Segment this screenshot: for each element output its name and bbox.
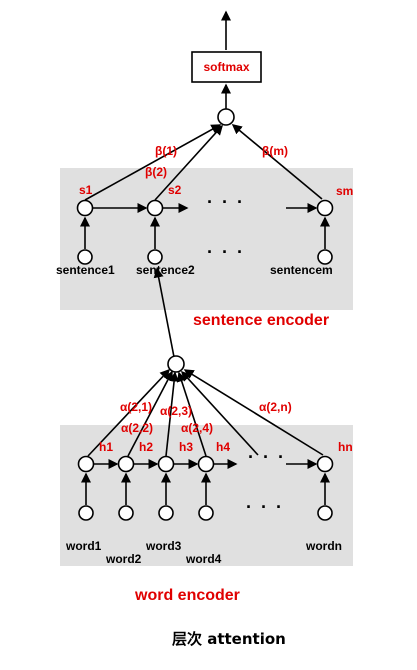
hn-node [316,455,334,473]
sentence2-label: sentence2 [136,263,195,277]
sentencem-label: sentencem [270,263,333,277]
sm-node [316,199,334,217]
alpha-2-3-label: α(2,3) [160,404,192,418]
h3-node [157,455,175,473]
softmax-box [191,51,262,83]
h3-label: h3 [179,440,193,454]
figure-caption: 层次 attention [172,630,286,648]
wordn-node [317,505,333,521]
word-inputs-ellipsis: · · · [246,497,284,517]
word3-node [158,505,174,521]
sentence-encoder-panel [60,168,353,310]
sm-attention-edge [231,124,323,200]
sentence1-node [77,249,93,265]
hn-label: hn [338,440,353,454]
h1-node [77,455,95,473]
h3-attention-edge [165,371,180,457]
sentence-inputs-ellipsis: · · · [207,242,245,262]
word-states-ellipsis: · · · [248,447,286,467]
sentence-states-ellipsis: · · · [207,192,245,212]
word-attention-node [167,355,185,373]
beta-2-label: β(2) [145,165,167,179]
s1-label: s1 [79,183,93,197]
h2-node [117,455,135,473]
beta-1-label: β(1) [155,144,177,158]
sentence-attention-node [217,108,235,126]
word3-label: word3 [145,539,182,553]
alpha-2-4-label: α(2,4) [181,421,213,435]
ellipsis-attention-edge [180,370,259,456]
sm-label: sm [336,184,353,198]
h2-label: h2 [139,440,153,454]
word4-label: word4 [185,552,222,566]
sentence-encoder-label: sentence encoder [193,312,329,329]
alpha-2-n-label: α(2,n) [259,400,292,414]
softmax-label: softmax [203,60,249,74]
wordn-label: wordn [305,539,342,553]
word2-label: word2 [105,552,142,566]
h1-attention-edge [87,368,171,457]
beta-m-label: β(m) [262,144,288,158]
s1-attention-edge [84,124,222,201]
s2-node [146,199,164,217]
sentencem-node [317,249,333,265]
word-attention-to-sentence2-arrow [153,267,175,358]
sentence2-node [147,249,163,265]
h4-attention-edge [176,371,207,457]
h4-label: h4 [216,440,230,454]
hn-attention-edge [183,369,324,456]
word2-node [118,505,134,521]
s2-label: s2 [168,183,182,197]
sentence1-label: sentence1 [56,263,115,277]
s2-attention-edge [154,124,224,201]
word1-label: word1 [65,539,102,553]
word1-node [78,505,94,521]
h1-label: h1 [99,440,113,454]
h2-attention-edge [127,370,173,457]
word4-node [198,505,214,521]
h4-node [197,455,215,473]
word-encoder-label: word encoder [134,587,240,604]
alpha-2-2-label: α(2,2) [121,421,153,435]
alpha-2-1-label: α(2,1) [120,400,152,414]
s1-node [76,199,94,217]
